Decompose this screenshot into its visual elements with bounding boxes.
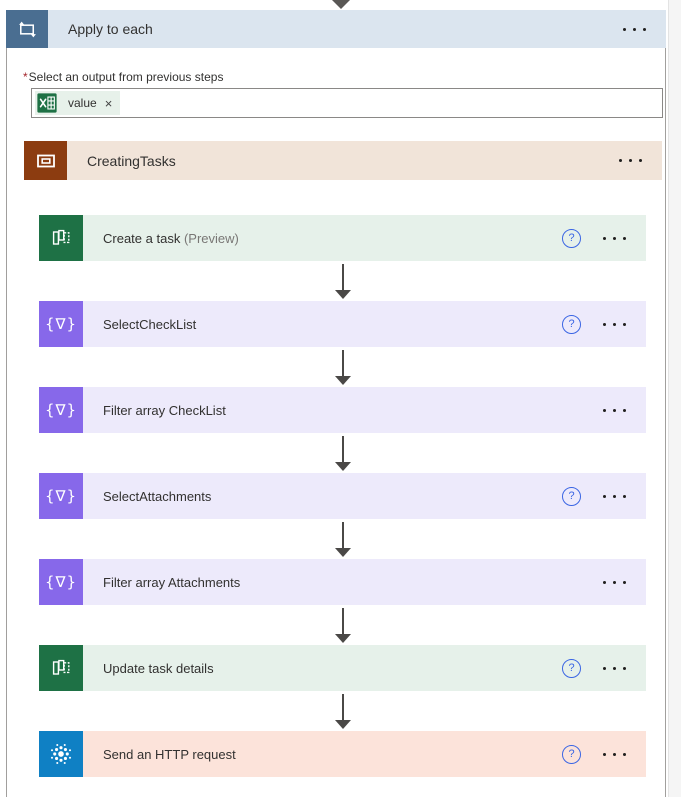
connector-arrow	[39, 605, 646, 645]
help-icon[interactable]: ?	[562, 486, 581, 506]
planner-board-icon	[39, 215, 83, 261]
action-selectattachments[interactable]: {∇} SelectAttachments ?	[39, 473, 646, 519]
action-send-an-http-request[interactable]: Send an HTTP request ?	[39, 731, 646, 777]
curly-braces-funnel-icon: {∇}	[39, 559, 83, 605]
planner-board-icon	[39, 645, 83, 691]
remove-token-icon[interactable]: ×	[104, 95, 113, 111]
connector-arrow	[39, 433, 646, 473]
canvas-gutter	[668, 0, 681, 797]
excel-table-icon	[36, 92, 58, 114]
connector-arrow	[39, 347, 646, 387]
more-options-button[interactable]	[599, 215, 630, 261]
parameter-label: *Select an output from previous steps	[7, 48, 665, 88]
connector-arrow	[39, 261, 646, 301]
help-icon[interactable]: ?	[562, 314, 581, 334]
bar-spacer	[239, 215, 562, 261]
scope-actions: Create a task (Preview) ? {∇} SelectChec…	[39, 215, 646, 777]
curly-braces-funnel-icon: {∇}	[39, 301, 83, 347]
bar-spacer	[236, 731, 562, 777]
bar-spacer	[226, 387, 562, 433]
bar-spacer	[240, 559, 562, 605]
scope-title: CreatingTasks	[87, 152, 176, 169]
header-spacer	[153, 10, 601, 48]
apply-to-each-body: *Select an output from previous steps va…	[6, 48, 666, 797]
connector-arrow	[39, 519, 646, 559]
help-icon[interactable]: ?	[562, 228, 581, 248]
curly-braces-funnel-icon: {∇}	[39, 387, 83, 433]
more-options-button[interactable]	[599, 731, 630, 777]
apply-to-each-loop-icon	[6, 10, 48, 48]
action-filter-array-attachments[interactable]: {∇} Filter array Attachments ?	[39, 559, 646, 605]
header-spacer	[176, 141, 597, 180]
more-options-button[interactable]	[599, 387, 630, 433]
bar-spacer	[211, 473, 562, 519]
scope-card: CreatingTasks Create a task (Preview) ? …	[24, 141, 662, 777]
connector-arrow-icon	[332, 0, 350, 9]
parameter-label-text: Select an output from previous steps	[28, 70, 224, 84]
value-token-chip[interactable]: value ×	[35, 91, 121, 115]
more-options-button[interactable]	[599, 301, 630, 347]
curly-braces-funnel-icon: {∇}	[39, 473, 83, 519]
bar-spacer	[214, 645, 562, 691]
connector-arrow	[39, 691, 646, 731]
required-asterisk: *	[23, 70, 28, 84]
action-selectchecklist[interactable]: {∇} SelectCheckList ?	[39, 301, 646, 347]
more-options-button[interactable]	[619, 10, 650, 48]
more-options-button[interactable]	[599, 645, 630, 691]
more-options-button[interactable]	[599, 473, 630, 519]
apply-to-each-header[interactable]: Apply to each	[6, 10, 666, 48]
scope-frame-icon	[24, 141, 67, 180]
apply-to-each-title: Apply to each	[68, 21, 153, 37]
action-update-task-details[interactable]: Update task details ?	[39, 645, 646, 691]
more-options-button[interactable]	[599, 559, 630, 605]
action-filter-array-checklist[interactable]: {∇} Filter array CheckList ?	[39, 387, 646, 433]
output-token-input[interactable]: value ×	[31, 88, 663, 118]
scope-header[interactable]: CreatingTasks	[24, 141, 662, 180]
token-label: value	[68, 96, 97, 110]
dot-burst-icon	[39, 731, 83, 777]
more-options-button[interactable]	[615, 141, 646, 180]
help-icon[interactable]: ?	[562, 744, 581, 764]
action-create-a-task[interactable]: Create a task (Preview) ?	[39, 215, 646, 261]
apply-to-each-card: Apply to each *Select an output from pre…	[6, 10, 666, 797]
help-icon[interactable]: ?	[562, 658, 581, 678]
bar-spacer	[196, 301, 562, 347]
